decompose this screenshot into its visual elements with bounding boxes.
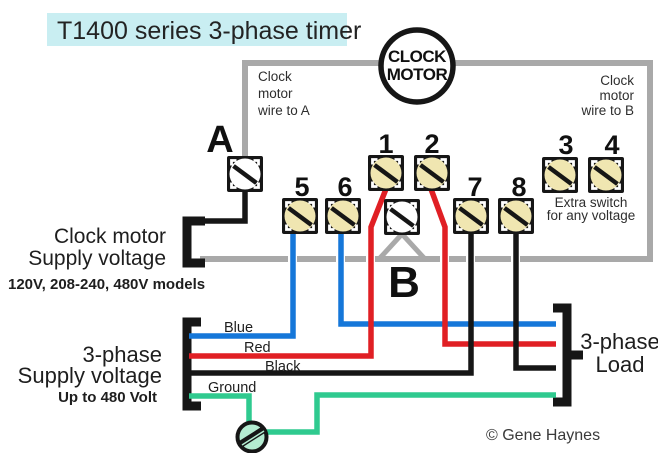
terminal-6	[325, 198, 361, 234]
clock-motor-label-line2: MOTOR	[387, 65, 448, 84]
terminal-b-gray-wire	[378, 232, 426, 260]
clock-supply-label-line1: Clock motor	[54, 225, 166, 248]
clock-motor-symbol	[378, 27, 456, 105]
phase-supply-label-line2: Supply voltage	[18, 363, 162, 388]
terminal-1	[368, 155, 404, 191]
terminal-a	[227, 156, 263, 192]
terminal-7	[453, 198, 489, 234]
note-wire-to-b: Clock motor wire to B	[580, 73, 634, 118]
note-wire-to-a-line1: Clock	[258, 69, 292, 84]
clock-supply-bracket	[182, 216, 205, 268]
terminal-4-label: 4	[604, 130, 619, 160]
load-bracket	[553, 303, 583, 407]
phase-supply-bracket	[182, 317, 201, 411]
terminal-8	[498, 198, 534, 234]
clock-supply-models: 120V, 208-240, 480V models	[8, 276, 205, 293]
ground-screw-icon	[235, 420, 269, 453]
phase-supply-voltage-note: Up to 480 Volt	[58, 389, 157, 406]
extra-switch-note-line2: for any voltage	[547, 208, 636, 223]
terminal-4	[588, 157, 624, 193]
note-wire-to-a-line3: wire to A	[257, 103, 310, 118]
note-wire-to-b-line1: Clock	[600, 73, 634, 88]
note-wire-to-b-line3: wire to B	[580, 103, 634, 118]
black-wire-supply	[189, 229, 474, 376]
terminal-8-label: 8	[511, 172, 526, 202]
ground-wire	[189, 392, 556, 435]
red-wire-load	[428, 188, 556, 347]
ground-wire-label: Ground	[208, 380, 256, 396]
copyright-text: © Gene Haynes	[486, 427, 600, 444]
blue-wire-load	[338, 231, 556, 327]
blue-wire-supply	[189, 231, 296, 339]
terminal-b-label: B	[388, 258, 420, 307]
terminal-3-label: 3	[558, 130, 573, 160]
terminal-5-label: 5	[294, 172, 309, 202]
clock-motor-circuit-wire	[200, 60, 653, 262]
note-wire-to-b-line2: motor	[599, 88, 634, 103]
phase-supply-label-line1: 3-phase	[82, 342, 162, 367]
black-wire-load	[513, 229, 556, 371]
note-wire-to-a-line2: motor	[258, 86, 293, 101]
load-label-line1: 3-phase	[580, 329, 658, 354]
terminal-a-wire	[201, 189, 248, 224]
blue-wire-label: Blue	[224, 320, 253, 336]
black-wire-label: Black	[265, 359, 301, 375]
terminal-5	[282, 198, 318, 234]
red-wire-supply	[189, 187, 389, 359]
terminal-1-label: 1	[378, 129, 393, 159]
terminal-2-label: 2	[424, 129, 439, 159]
page-title: T1400 series 3-phase timer	[57, 17, 361, 45]
terminal-6-label: 6	[337, 172, 352, 202]
terminal-3	[542, 157, 578, 193]
terminal-a-label: A	[206, 119, 233, 161]
clock-supply-label-line2: Supply voltage	[28, 247, 166, 270]
terminal-2	[414, 155, 450, 191]
note-wire-to-a: Clock motor wire to A	[257, 69, 310, 118]
title-background	[47, 13, 347, 46]
load-label-line2: Load	[596, 352, 645, 377]
red-wire-label: Red	[244, 340, 271, 356]
terminal-b	[384, 199, 420, 235]
extra-switch-note-line1: Extra switch	[555, 195, 628, 210]
clock-motor-label-line1: CLOCK	[388, 47, 447, 66]
terminal-7-label: 7	[467, 172, 482, 202]
